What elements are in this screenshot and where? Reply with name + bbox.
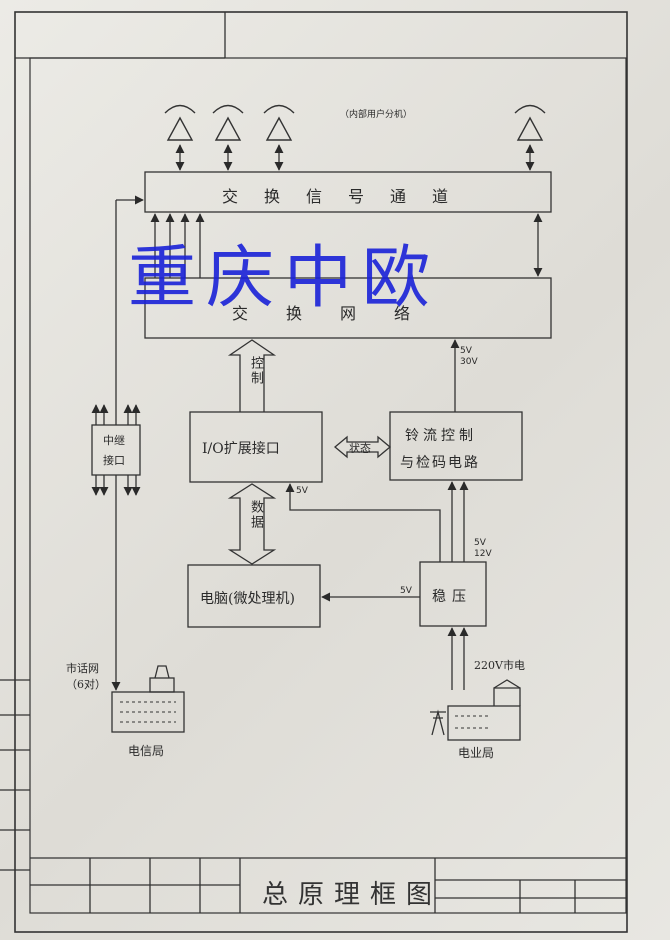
city-network-label: 市话网 [66,662,99,675]
reg-5v-label: 5V [474,538,486,548]
mains-label: 220V市电 [474,659,525,672]
telecom-office-label: 电信局 [128,744,165,758]
drawing-title: 总原理框图 [262,880,443,910]
internal-users-label: （内部用户分机） [340,110,413,120]
io-5v-label: 5V [296,486,308,496]
trunk-interface-label-1: 中继 [103,434,125,447]
net-30v-label: 30V [460,357,478,367]
signal-channel-block: 交换信号通道 [222,187,475,206]
io-interface-block: I/O扩展接口 [202,441,280,457]
status-link-label: 状态 [349,442,371,455]
watermark: 重庆中欧 [128,239,441,318]
city-network-pairs-label: （6对） [66,678,106,691]
switch-network-block: 交换网络 [232,304,449,323]
trunk-interface-label-2: 接口 [103,454,125,467]
code-detect-block: 与检码电路 [400,455,480,471]
pc-5v-label: 5V [400,586,412,596]
ringing-control-block: 铃流控制 [405,428,477,444]
reg-12v-label: 12V [474,549,492,559]
data-link-label: 数据 [248,500,263,530]
computer-block: 电脑(微处理机) [200,591,295,607]
power-office-label: 电业局 [458,746,495,760]
net-5v-label: 5V [460,346,472,356]
control-link-label: 控制 [248,356,263,386]
regulator-block: 稳压 [432,589,472,605]
